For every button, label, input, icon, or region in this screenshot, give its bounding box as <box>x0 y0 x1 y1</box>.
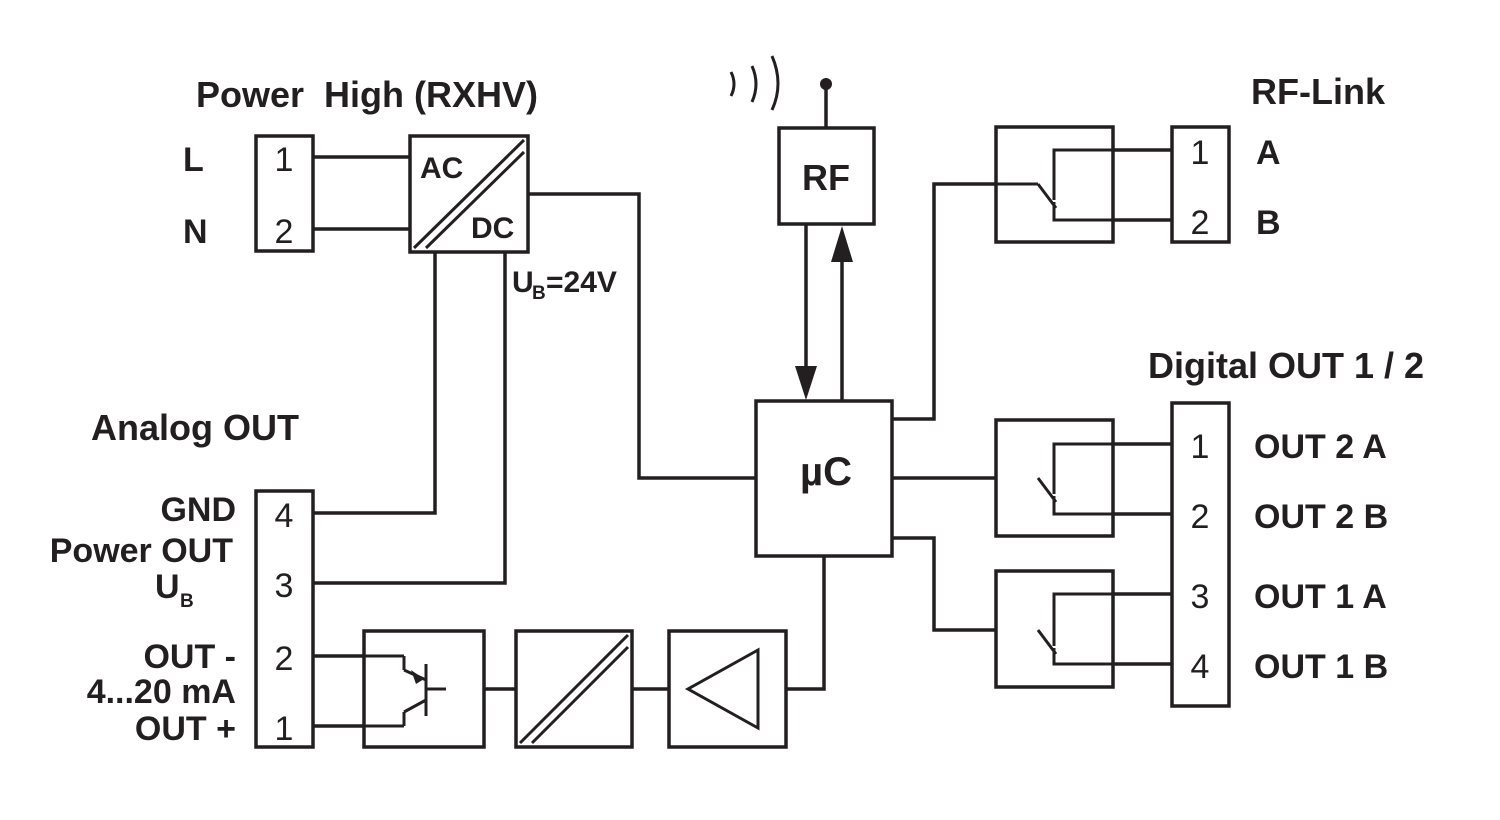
amplifier-triangle-icon <box>684 647 760 731</box>
rflink-relay <box>994 125 1115 244</box>
analog-out-title: Analog OUT <box>91 407 299 448</box>
svg-text:B: B <box>532 283 546 304</box>
svg-text:U: U <box>155 568 180 606</box>
antenna-tip-icon <box>820 78 832 90</box>
digital-out-terminal-block <box>1170 401 1231 708</box>
transistor-arrow-icon <box>411 670 424 684</box>
rflink-title: RF-Link <box>1251 71 1386 112</box>
digital-out-label-3: OUT 1 A <box>1254 578 1387 616</box>
transistor-block <box>362 629 486 749</box>
analog-terminal-4: 4 <box>275 497 294 535</box>
rflink-terminal-1: 1 <box>1191 134 1210 172</box>
ub-voltage-label: U B =24V <box>512 266 617 304</box>
rflink-terminal-2: 2 <box>1191 204 1210 242</box>
analog-terminal-1: 1 <box>275 710 294 748</box>
analog-out-minus-label: OUT - <box>143 638 236 676</box>
digital-out-terminal-2: 2 <box>1191 498 1210 536</box>
svg-text:U: U <box>512 266 534 299</box>
power-terminal-block <box>254 134 315 253</box>
digital-out-label-2: OUT 2 B <box>1254 498 1388 536</box>
digital-out-terminal-1: 1 <box>1191 428 1210 466</box>
digital-out-relay-1 <box>994 569 1115 689</box>
rf-module <box>777 126 876 226</box>
dac-block <box>514 629 634 749</box>
digital-out-relay-2 <box>994 418 1115 538</box>
rflink-b-label: B <box>1256 204 1281 242</box>
dc-label: DC <box>471 212 514 245</box>
ac-dc-converter: AC DC <box>408 134 530 254</box>
radio-waves-icon <box>729 55 780 111</box>
analog-out-plus-label: OUT + <box>135 710 236 748</box>
svg-text:B: B <box>180 591 194 612</box>
rf-label: RF <box>802 157 850 198</box>
digital-out-title: Digital OUT 1 / 2 <box>1148 345 1424 386</box>
digital-out-terminal-3: 3 <box>1191 578 1210 616</box>
mcu-label: µC <box>800 450 852 494</box>
ac-label: AC <box>420 152 463 185</box>
rflink-a-label: A <box>1256 134 1281 172</box>
rf-mcu-arrows-icon <box>795 222 853 402</box>
microcontroller <box>754 399 894 558</box>
digital-out-label-1: OUT 2 A <box>1254 428 1387 466</box>
power-terminal-2: 2 <box>275 213 294 251</box>
svg-text:=24V: =24V <box>546 266 617 299</box>
analog-ub-label: U B <box>155 568 194 612</box>
analog-terminal-2: 2 <box>275 640 294 678</box>
analog-gnd-label: GND <box>160 491 236 529</box>
rflink-terminal-block <box>1170 125 1231 244</box>
wires <box>311 84 998 728</box>
power-l-label: L <box>183 141 204 179</box>
analog-range-label: 4...20 mA <box>87 673 236 711</box>
analog-power-out-label: Power OUT <box>50 532 233 570</box>
analog-terminal-3: 3 <box>275 567 294 605</box>
power-title: Power High (RXHV) <box>196 74 538 115</box>
amplifier-block <box>667 629 788 749</box>
power-terminal-1: 1 <box>275 141 294 179</box>
digital-out-label-4: OUT 1 B <box>1254 648 1388 686</box>
power-n-label: N <box>183 213 208 251</box>
analog-terminal-block <box>254 489 315 749</box>
digital-out-terminal-4: 4 <box>1191 648 1210 686</box>
